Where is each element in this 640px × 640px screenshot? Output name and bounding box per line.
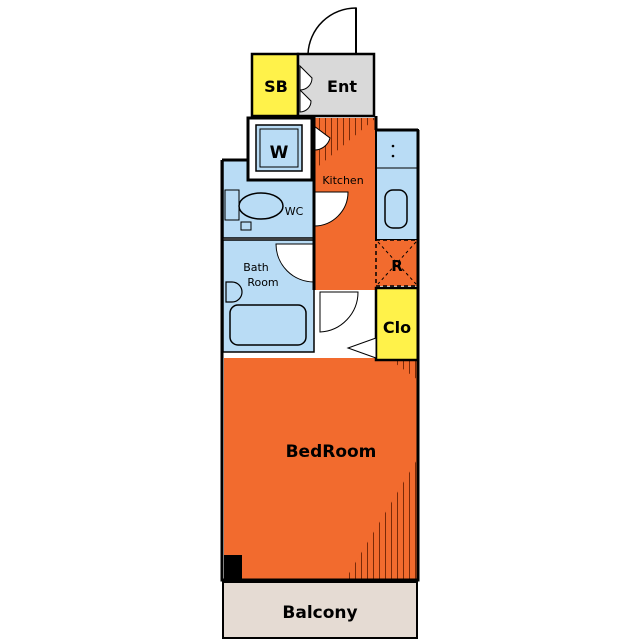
entrance-label: Ent	[327, 77, 357, 96]
entrance-door-icon	[307, 7, 357, 55]
pillar	[224, 555, 242, 580]
walls	[220, 116, 420, 582]
bedroom-door-icon	[319, 291, 359, 333]
closet: Clo	[346, 286, 420, 362]
refrigerator-label: R	[391, 257, 403, 275]
wc-label: WC	[285, 205, 304, 218]
toilet-icon	[238, 192, 284, 220]
washer-space: W	[246, 116, 314, 182]
entrance: Ent	[296, 7, 376, 118]
shoe-box-label: SB	[264, 77, 288, 96]
wc-door-icon	[313, 191, 349, 227]
bathroom: Bath Room	[222, 239, 315, 353]
shoe-box-door-icon	[299, 88, 312, 113]
stove-burner-icon	[391, 154, 395, 158]
bathroom-label-line2: Room	[247, 276, 278, 289]
washbasin-icon	[225, 281, 243, 303]
closet-door-icon	[346, 337, 377, 359]
bedroom-label: BedRoom	[286, 442, 377, 462]
balcony-label: Balcony	[282, 603, 357, 623]
sink-icon	[384, 189, 408, 229]
toilet-paper-icon	[240, 221, 252, 231]
bathroom-door-icon	[275, 243, 315, 283]
bedroom	[224, 358, 418, 580]
refrigerator-space: R	[375, 239, 419, 287]
bathtub-icon	[229, 304, 307, 346]
bathroom-label-line1: Bath	[243, 261, 269, 274]
kitchen-label: Kitchen	[322, 174, 363, 187]
washer-label: W	[270, 143, 289, 163]
toilet-tank-icon	[224, 189, 240, 221]
closet-label: Clo	[383, 318, 411, 337]
kitchen-counter	[375, 129, 419, 241]
balcony: Balcony	[222, 581, 418, 639]
shoe-box: SB	[250, 52, 300, 118]
stove-burner-icon	[391, 144, 395, 148]
